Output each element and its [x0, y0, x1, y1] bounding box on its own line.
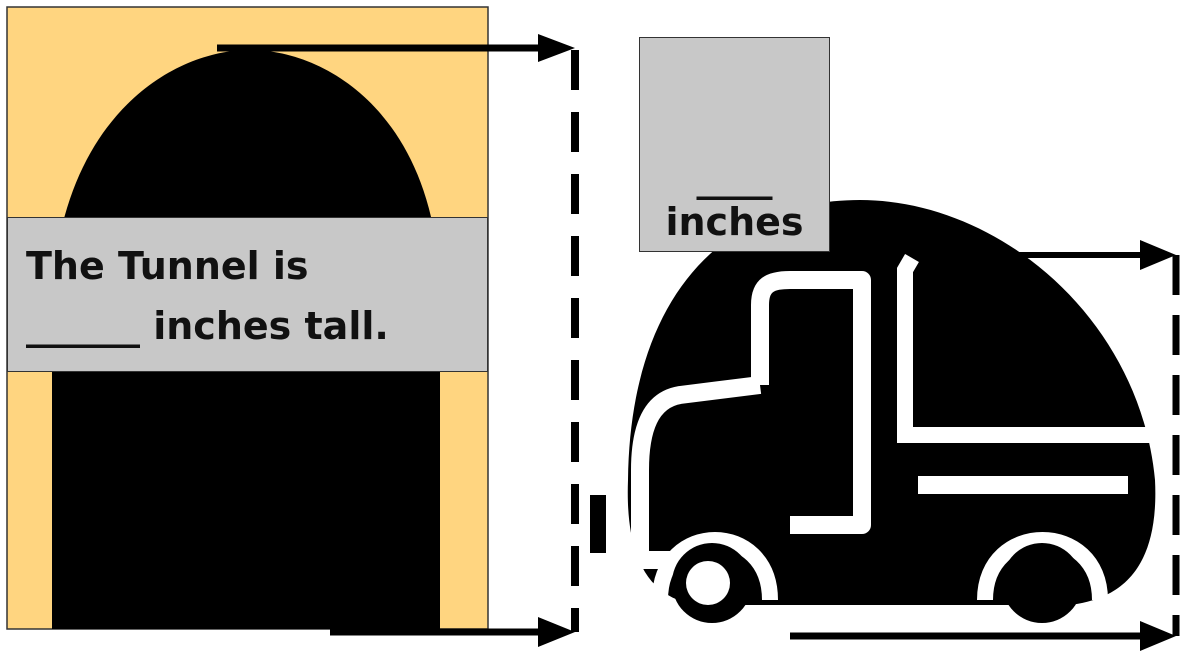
tunnel-label-line2: ______ inches tall.	[26, 296, 487, 356]
truck-label-unit: inches	[640, 200, 829, 244]
truck	[590, 200, 1165, 623]
truck-bed-stripe	[918, 476, 1128, 494]
truck-rear-wheel	[1002, 543, 1082, 623]
truck-front-hub	[686, 561, 730, 605]
truck-height-label: ____ inches	[639, 37, 830, 252]
truck-label-blank: ____	[640, 156, 829, 200]
tunnel-height-label: The Tunnel is ______ inches tall.	[7, 217, 488, 372]
tunnel-label-line1: The Tunnel is	[26, 236, 487, 296]
truck-bottom-arrow	[790, 621, 1176, 651]
truck-bumper	[590, 495, 606, 553]
